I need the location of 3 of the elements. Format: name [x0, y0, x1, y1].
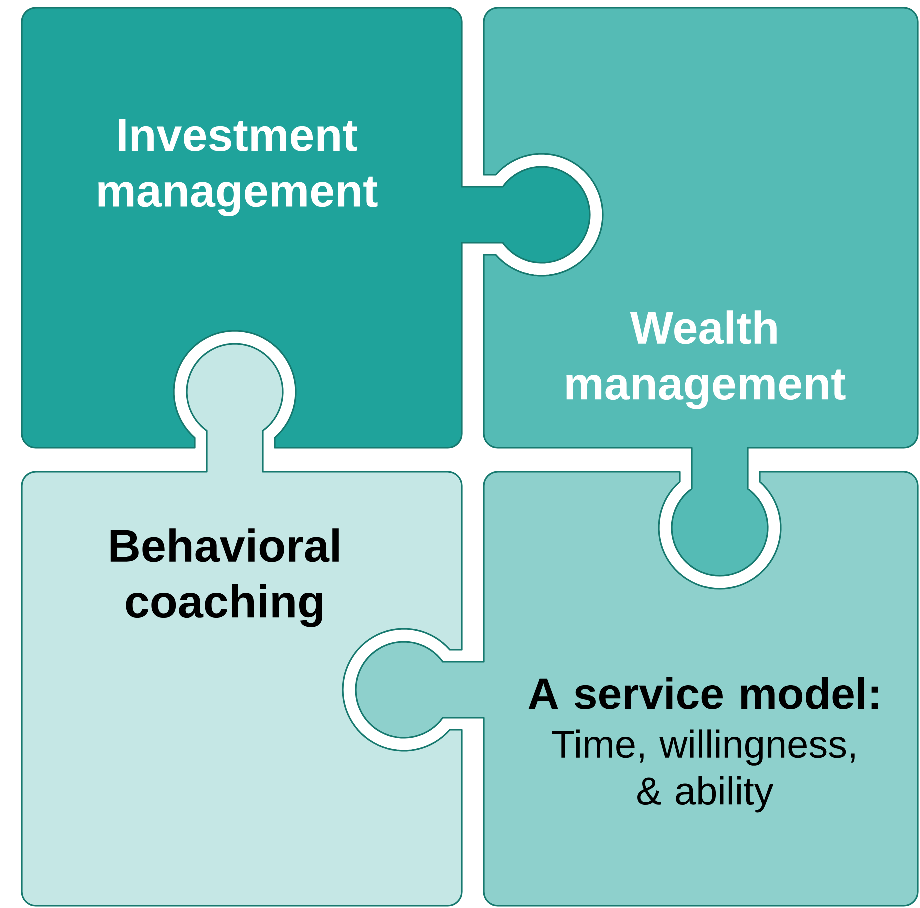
puzzle-piece: Behavioral coaching [21, 343, 463, 907]
puzzle-piece: A service model: Time, willingness, & ability [355, 471, 919, 907]
puzzle-piece: Wealth management [483, 7, 919, 577]
